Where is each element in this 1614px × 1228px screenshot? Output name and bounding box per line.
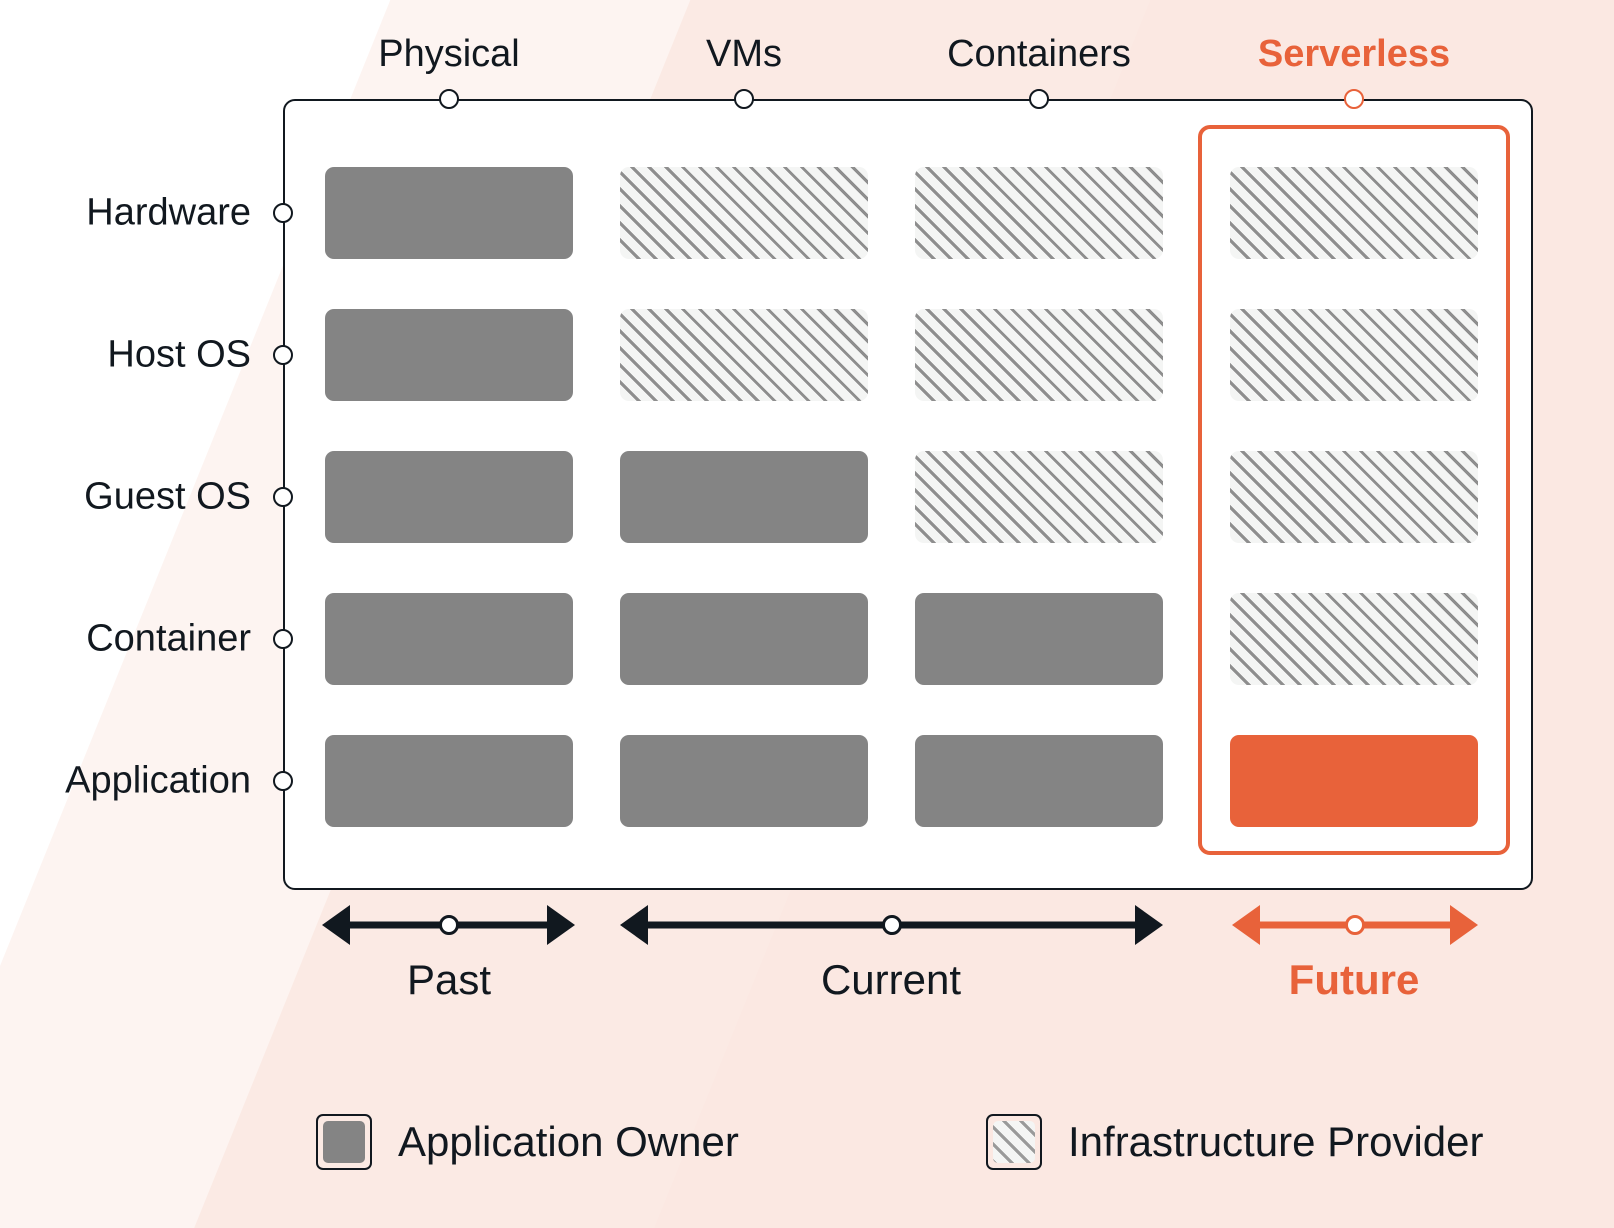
row-node-hardware <box>273 203 293 223</box>
cell-host-os-physical[interactable] <box>325 309 573 401</box>
legend-item-infrastructure-provider: Infrastructure Provider <box>986 1114 1484 1170</box>
cell-host-os-vms[interactable] <box>620 309 868 401</box>
row-node-application <box>273 771 293 791</box>
cell-application-vms[interactable] <box>620 735 868 827</box>
column-node-containers <box>1029 89 1049 109</box>
era-arrow-current <box>620 905 1163 945</box>
cell-application-containers[interactable] <box>915 735 1163 827</box>
cell-guest-os-vms[interactable] <box>620 451 868 543</box>
cell-container-containers[interactable] <box>915 593 1163 685</box>
cell-container-serverless[interactable] <box>1230 593 1478 685</box>
column-node-physical <box>439 89 459 109</box>
era-label-future: Future <box>1288 956 1420 1003</box>
cell-host-os-containers[interactable] <box>915 309 1163 401</box>
arrow-midpoint-dot <box>438 915 459 935</box>
row-label-host-os: Host OS <box>107 333 251 376</box>
arrow-head-right-icon <box>1450 905 1478 945</box>
column-header-containers: Containers <box>947 33 1131 75</box>
row-label-application: Application <box>65 759 251 802</box>
legend-label-infrastructure-provider: Infrastructure Provider <box>1068 1118 1484 1165</box>
cell-hardware-serverless[interactable] <box>1230 167 1478 259</box>
era-label-current: Current <box>820 956 962 1003</box>
legend-item-application-owner: Application Owner <box>316 1114 739 1170</box>
cell-guest-os-containers[interactable] <box>915 451 1163 543</box>
column-node-vms <box>734 89 754 109</box>
cell-hardware-containers[interactable] <box>915 167 1163 259</box>
cell-container-vms[interactable] <box>620 593 868 685</box>
era-arrow-future <box>1232 905 1478 945</box>
row-node-container <box>273 629 293 649</box>
cell-application-serverless[interactable] <box>1230 735 1478 827</box>
row-node-host-os <box>273 345 293 365</box>
row-node-guest-os <box>273 487 293 507</box>
row-label-hardware: Hardware <box>86 191 251 234</box>
cell-container-physical[interactable] <box>325 593 573 685</box>
cell-guest-os-physical[interactable] <box>325 451 573 543</box>
era-arrow-past <box>322 905 575 945</box>
row-label-container: Container <box>86 617 251 660</box>
arrow-head-right-icon <box>1135 905 1163 945</box>
cell-host-os-serverless[interactable] <box>1230 309 1478 401</box>
cell-hardware-physical[interactable] <box>325 167 573 259</box>
row-label-guest-os: Guest OS <box>84 475 251 518</box>
column-header-physical: Physical <box>378 33 520 75</box>
column-node-serverless <box>1344 89 1364 109</box>
arrow-head-right-icon <box>547 905 575 945</box>
era-label-past: Past <box>406 956 492 1003</box>
cell-application-physical[interactable] <box>325 735 573 827</box>
column-header-serverless: Serverless <box>1257 33 1451 75</box>
arrow-midpoint-dot <box>881 915 902 935</box>
arrow-midpoint-dot <box>1345 915 1365 935</box>
legend-swatch-owner-icon <box>316 1114 372 1170</box>
cell-hardware-vms[interactable] <box>620 167 868 259</box>
column-header-vms: VMs <box>706 33 782 75</box>
legend-swatch-provider-icon <box>986 1114 1042 1170</box>
cell-guest-os-serverless[interactable] <box>1230 451 1478 543</box>
legend-label-application-owner: Application Owner <box>398 1118 739 1165</box>
